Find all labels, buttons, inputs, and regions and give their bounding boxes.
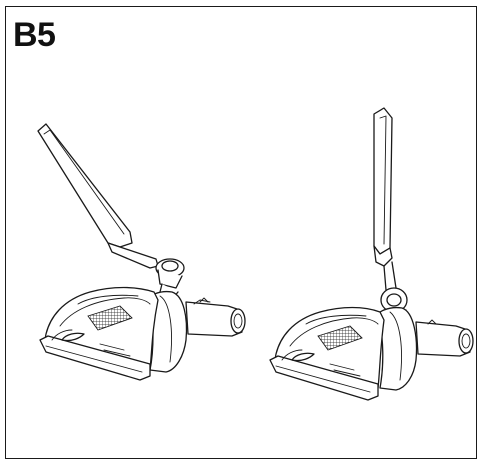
vacuum-handle-tilted-icon <box>37 123 246 381</box>
step-label: B5 <box>13 16 56 54</box>
vacuum-handle-upright-icon <box>269 107 474 401</box>
